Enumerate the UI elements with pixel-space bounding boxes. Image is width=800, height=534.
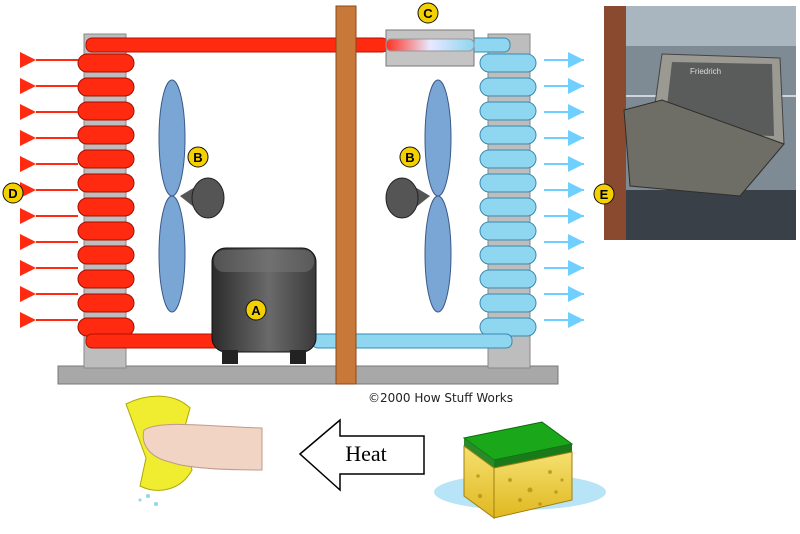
coil-tube — [77, 197, 135, 217]
marker-d-label: D — [8, 186, 17, 201]
coil-tube — [77, 269, 135, 289]
hot-coil — [77, 53, 135, 337]
coil-tube — [479, 53, 537, 73]
air-in-arrows — [544, 52, 584, 328]
coil-tube — [77, 149, 135, 169]
compressor — [211, 247, 317, 364]
fan-right — [385, 79, 452, 313]
marker-b-right-label: B — [405, 150, 414, 165]
coil-tube — [77, 53, 135, 73]
marker-c-label: C — [423, 6, 433, 21]
coil-tube — [77, 101, 135, 121]
coil-tube — [479, 101, 537, 121]
wet-sponge — [434, 421, 606, 519]
base-platform — [57, 365, 559, 385]
coil-tube — [77, 245, 135, 265]
coil-tube — [77, 125, 135, 145]
hot-pipe-bottom — [85, 333, 227, 349]
marker-c: C — [417, 2, 439, 24]
marker-a-label: A — [251, 303, 261, 318]
marker-e-label: E — [600, 187, 609, 202]
coil-tube — [77, 221, 135, 241]
hand-squeezing-sponge — [125, 395, 263, 506]
coil-tube — [77, 317, 135, 337]
coil-tube — [479, 317, 537, 337]
coil-tube — [479, 245, 537, 265]
window-unit-photo: Friedrich — [604, 6, 796, 240]
marker-a: A — [245, 299, 267, 321]
heat-arrow: Heat — [298, 418, 425, 492]
heat-arrow-label: Heat — [345, 441, 387, 466]
fan-left — [158, 79, 225, 313]
svg-text:Friedrich: Friedrich — [690, 67, 721, 76]
marker-e: E — [593, 183, 615, 205]
coil-tube — [479, 221, 537, 241]
credit-text: ©2000 How Stuff Works — [368, 391, 513, 405]
coil-tube — [77, 173, 135, 193]
coil-tube — [479, 269, 537, 289]
coil-tube — [479, 197, 537, 217]
marker-b-right: B — [399, 146, 421, 168]
coil-tube — [479, 125, 537, 145]
coil-tube — [479, 77, 537, 97]
expansion-valve-tube — [385, 38, 475, 52]
divider-wall — [335, 5, 357, 385]
marker-b-left-label: B — [193, 150, 202, 165]
coil-tube — [77, 293, 135, 313]
coil-tube — [479, 173, 537, 193]
cold-coil — [479, 53, 537, 337]
coil-tube — [479, 293, 537, 313]
marker-d: D — [2, 182, 24, 204]
coil-tube — [77, 77, 135, 97]
coil-tube — [479, 149, 537, 169]
heat-out-arrows — [19, 52, 78, 328]
marker-b-left: B — [187, 146, 209, 168]
